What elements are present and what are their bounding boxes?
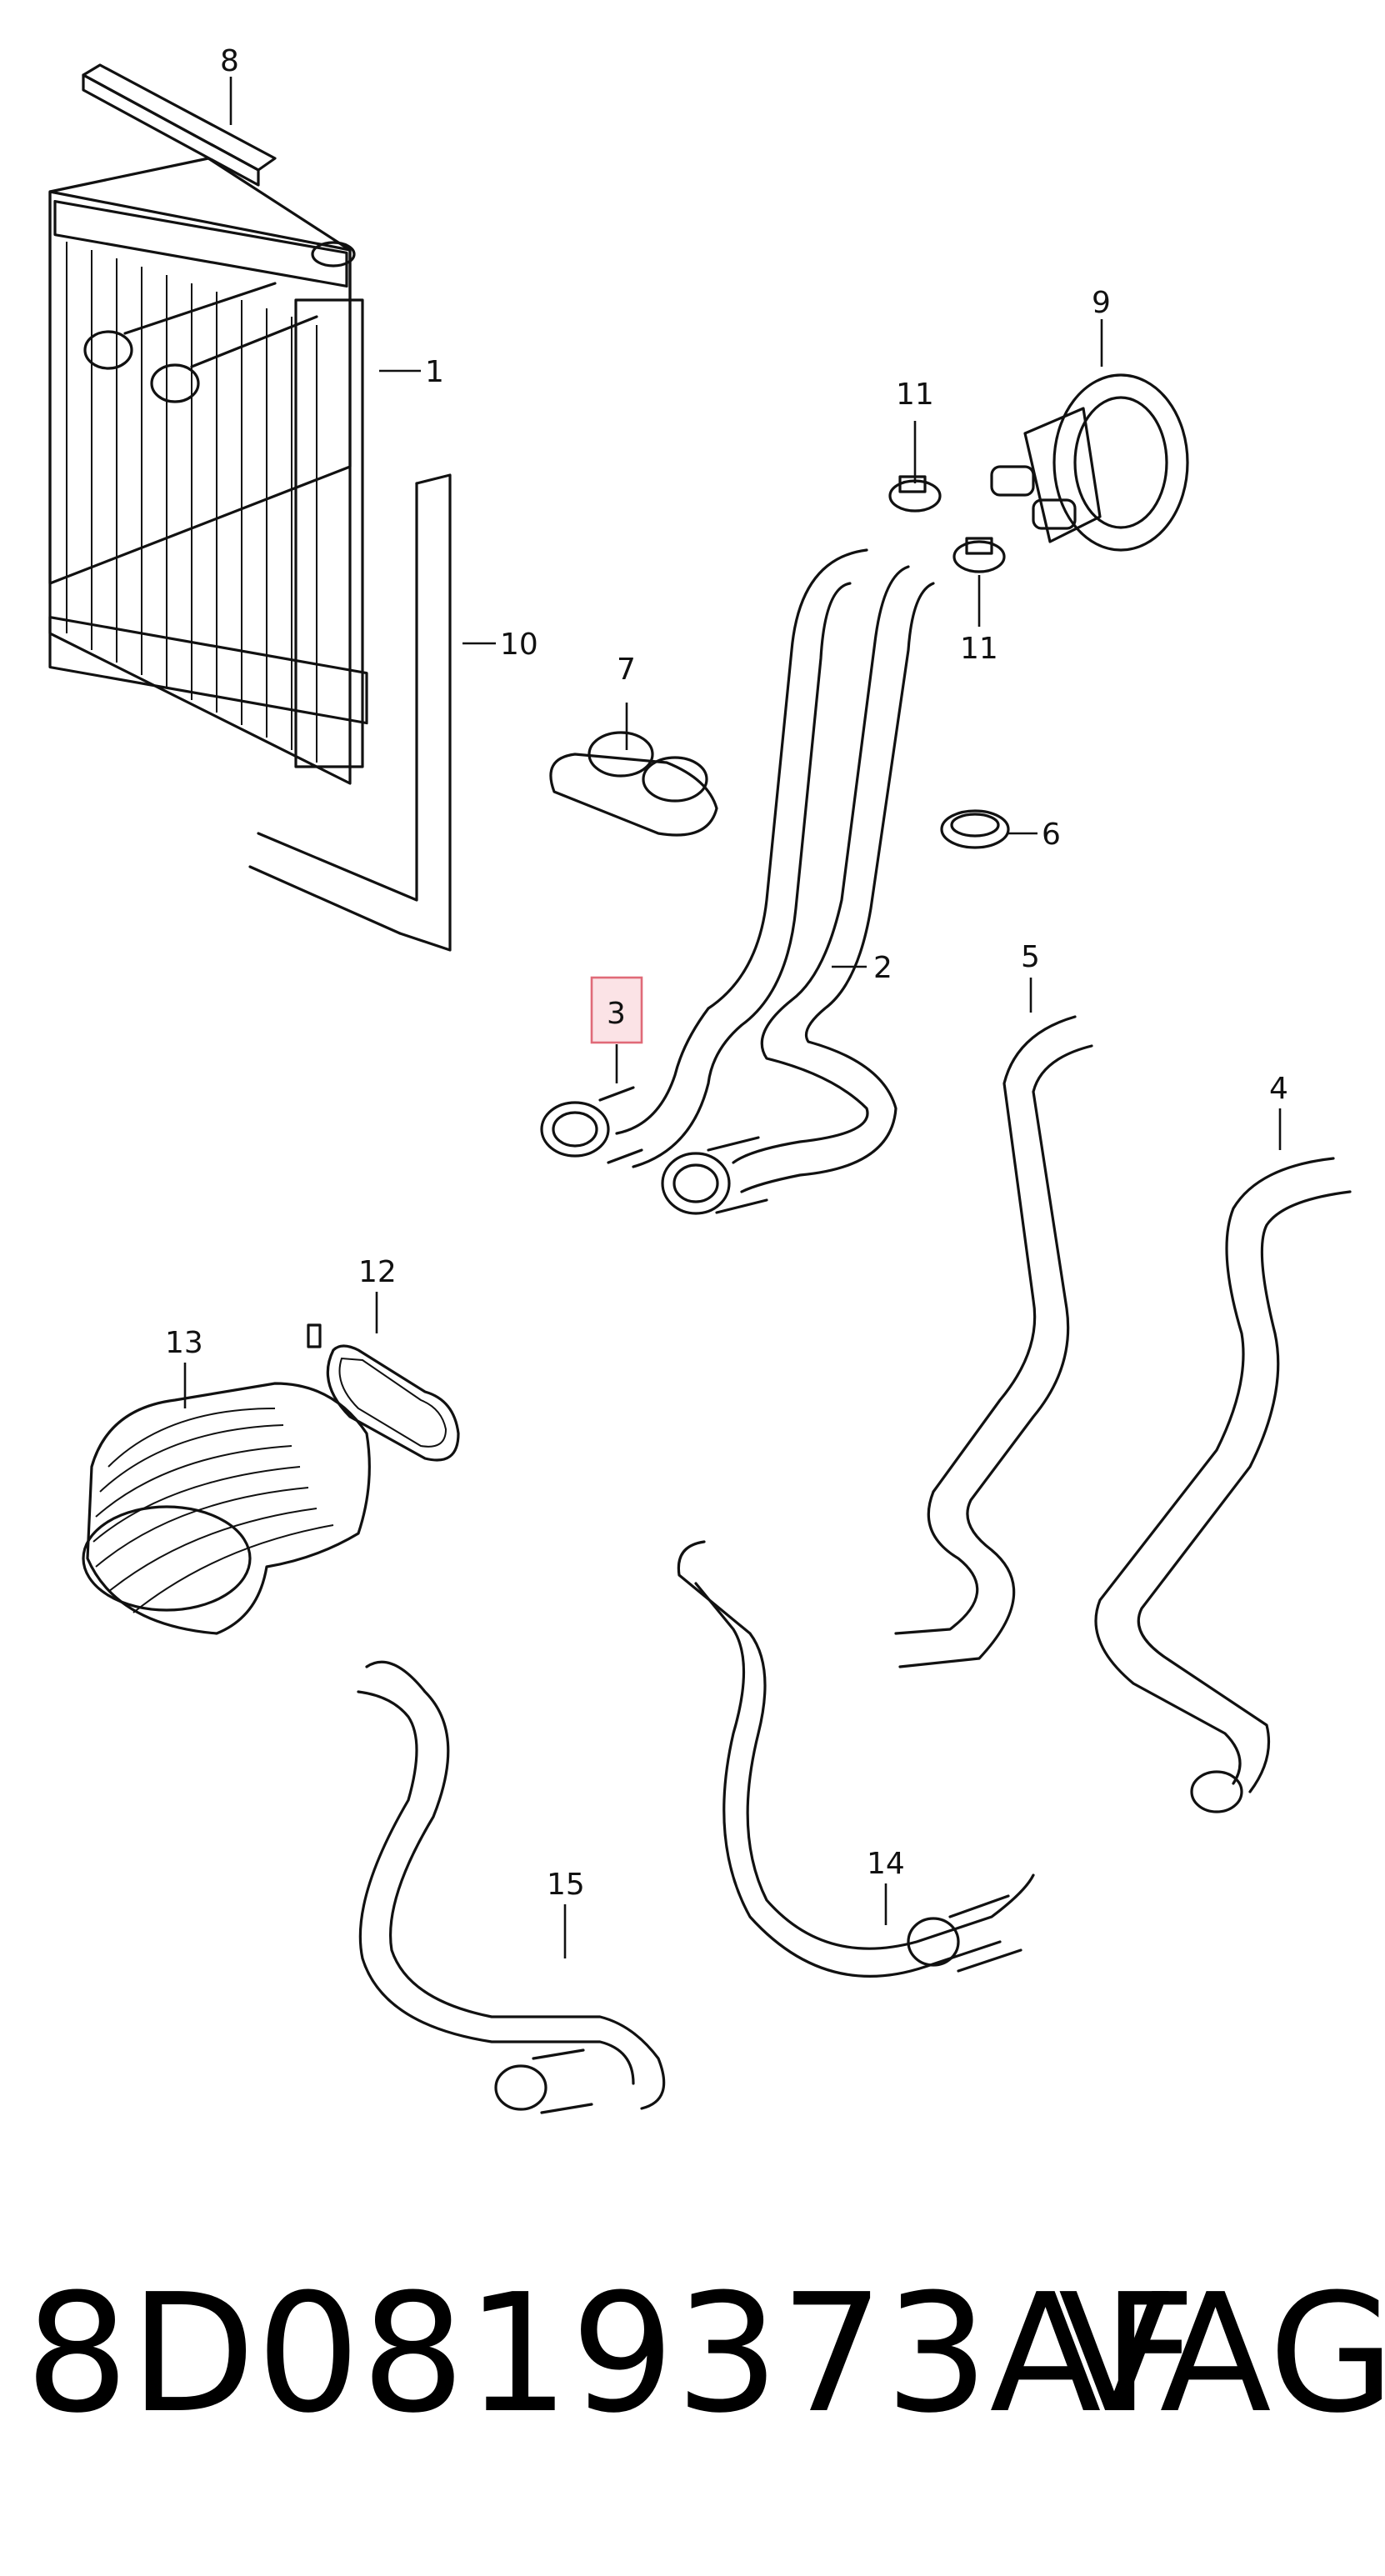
parts-diagram: 8 1 10 7 9 11 11 6 2 3 5 4 12 13 15 14 — [48, 44, 1352, 2114]
hose-part-14[interactable] — [677, 1540, 1035, 1978]
gasket-part-12[interactable] — [307, 1323, 460, 1462]
callout-6[interactable]: 6 — [1042, 818, 1061, 852]
callout-leaders — [183, 77, 1282, 1958]
callout-3[interactable]: 3 — [607, 997, 626, 1031]
part-number-label: 8D0819373AF — [25, 2259, 1198, 2449]
foam-strip-part-8[interactable] — [82, 63, 277, 187]
grommet-part-7[interactable] — [549, 731, 718, 837]
callout-11-upper[interactable]: 11 — [896, 378, 934, 412]
callout-10[interactable]: 10 — [500, 628, 538, 662]
callout-11-lower[interactable]: 11 — [960, 632, 998, 666]
hose-part-5[interactable] — [894, 1015, 1093, 1668]
hose-part-2[interactable] — [661, 565, 935, 1215]
callout-2[interactable]: 2 — [873, 951, 892, 985]
brand-label: VAG — [1058, 2259, 1385, 2449]
clamp-part-6[interactable] — [940, 809, 1010, 849]
highlight-box — [590, 976, 643, 1044]
clamp-part-11-lower[interactable] — [952, 537, 1006, 573]
callout-14[interactable]: 14 — [867, 1847, 905, 1881]
callout-4[interactable]: 4 — [1269, 1072, 1288, 1106]
valve-part-9[interactable] — [990, 373, 1189, 552]
callout-13[interactable]: 13 — [165, 1326, 203, 1360]
hose-part-4[interactable] — [1094, 1157, 1352, 1813]
callout-7[interactable]: 7 — [617, 653, 636, 687]
callout-15[interactable]: 15 — [547, 1868, 585, 1902]
callout-1[interactable]: 1 — [425, 355, 444, 389]
hose-part-3[interactable] — [540, 548, 868, 1168]
callout-8[interactable]: 8 — [220, 44, 239, 78]
heater-core-part-1[interactable] — [48, 157, 368, 785]
hose-part-15[interactable] — [357, 1660, 666, 2114]
callout-5[interactable]: 5 — [1021, 940, 1040, 974]
callout-9[interactable]: 9 — [1092, 286, 1111, 320]
seal-frame-part-10[interactable] — [248, 473, 452, 952]
callout-12[interactable]: 12 — [358, 1255, 397, 1289]
bellows-part-13[interactable] — [82, 1382, 371, 1635]
